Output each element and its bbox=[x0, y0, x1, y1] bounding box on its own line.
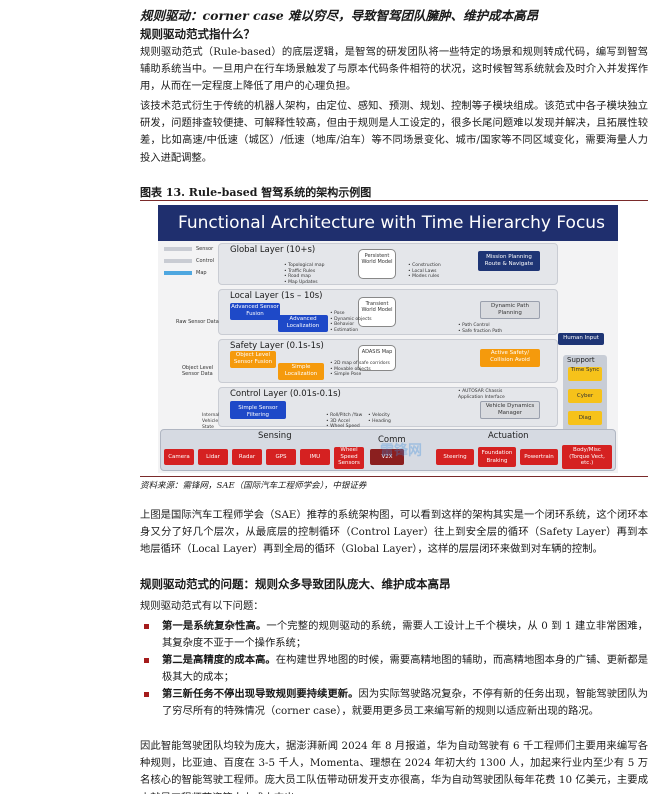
bullet-bold: 第一是系统复杂性高。 bbox=[162, 620, 267, 632]
bullet-body: 一个完整的规则驱动的系统，需要人工设计上千个模块，从 0 到 1 建立非常困难，… bbox=[162, 620, 648, 650]
bullet-text: 第二是高精度的成本高。在构建世界地图的时候，需要高精地图的辅助，而高精地图本身的… bbox=[162, 652, 648, 686]
persistent-world-model: Persistent World Model bbox=[358, 249, 396, 279]
bullet-body: 在构建世界地图的时候，需要高精地图的辅助，而高精地图本身的广铺、更新都是极其大的… bbox=[162, 654, 649, 684]
bullet-bold: 第三新任务不停出现导致规则要持续更新。 bbox=[162, 688, 359, 700]
support-title: Support bbox=[567, 356, 595, 364]
sensing-label: Sensing bbox=[258, 431, 292, 441]
legend-control-arrow bbox=[164, 259, 192, 263]
simple-sensor-filtering: Simple Sensor Filtering bbox=[230, 401, 286, 419]
global-layer-label: Global Layer (10+s) bbox=[230, 245, 316, 255]
question-heading-1: 规则驱动范式指什么？ bbox=[140, 27, 255, 41]
advanced-localization: Advanced Localization bbox=[278, 315, 328, 332]
figure-source: 资料来源：需锋网，SAE（国际汽车工程师学会），中银证券 bbox=[140, 481, 367, 491]
sensing-wheel-speed: Wheel Speed Sensors bbox=[334, 447, 364, 469]
raw-sensor-label: Raw Sensor Data bbox=[176, 319, 219, 325]
mission-planning: Mission Planning Route & Navigate bbox=[478, 251, 540, 271]
bullet-marker bbox=[144, 658, 149, 663]
control-layer-label: Control Layer (0.01s-0.1s) bbox=[230, 389, 341, 399]
dynamic-path-planning: Dynamic Path Planning bbox=[480, 301, 540, 319]
bullet-bold: 第二是高精度的成本高。 bbox=[162, 654, 276, 666]
adasis-map: ADASIS Map bbox=[358, 345, 396, 371]
bullet-text: 第三新任务不停出现导致规则要持续更新。因为实际驾驶路况复杂，不停有新的任务出现，… bbox=[162, 686, 648, 720]
figure-banner: Functional Architecture with Time Hierar… bbox=[158, 205, 618, 241]
control-notes-2: • Roll/Pitch /Yaw • 3D Accel • Wheel Spe… bbox=[326, 413, 363, 429]
bullet-body: 因为实际驾驶路况复杂，不停有新的任务出现，智能驾驶团队为了穷尽所有的特殊情况（c… bbox=[162, 688, 649, 718]
legend-control: Control bbox=[196, 258, 215, 264]
active-safety: Active Safety/ Collision Avoid bbox=[480, 349, 540, 367]
bullet-marker bbox=[144, 624, 149, 629]
legend-sensor-arrow bbox=[164, 247, 192, 251]
safety-notes: • 2D map of safe corridors • Movable obj… bbox=[330, 361, 390, 377]
figure-title: 图表 13. Rule-based 智驾系统的架构示例图 bbox=[140, 186, 372, 199]
sensing-lidar: Lidar bbox=[198, 449, 228, 465]
legend-map: Map bbox=[196, 270, 207, 276]
section-title: 规则驱动：corner case 难以穷尽，导致智驾团队臃肿、维护成本高昂 bbox=[140, 8, 539, 23]
bullet-item-1: 第一是系统复杂性高。一个完整的规则驱动的系统，需要人工设计上千个模块，从 0 到… bbox=[140, 618, 648, 654]
bullet-item-2: 第二是高精度的成本高。在构建世界地图的时候，需要高精地图的辅助，而高精地图本身的… bbox=[140, 652, 648, 688]
actuation-foundation-braking: Foundation Braking bbox=[478, 447, 516, 467]
figure-body: Sensor Control Map Global Layer (10+s) P… bbox=[158, 241, 618, 473]
comm-label: Comm bbox=[378, 435, 406, 445]
human-input: Human Input bbox=[558, 333, 604, 345]
actuation-body-misc: Body/Misc (Torque Vect, etc.) bbox=[562, 445, 612, 469]
support-time-sync: Time Sync bbox=[568, 367, 602, 381]
bullet-marker bbox=[144, 692, 149, 697]
global-notes: • Topological map • Traffic Rules • Road… bbox=[284, 263, 325, 285]
legend-map-arrow bbox=[164, 271, 192, 275]
sensing-gps: GPS bbox=[266, 449, 296, 465]
control-notes: • AUTOSAR Chassis Application Interface bbox=[458, 389, 505, 400]
actuation-powertrain: Powertrain bbox=[520, 449, 558, 465]
simple-localization: Simple Localization bbox=[278, 363, 324, 380]
control-notes-3: • Velocity • Heading bbox=[368, 413, 391, 424]
global-notes-2: • Construction • Local Laws • Modes rule… bbox=[408, 263, 441, 279]
support-diag: Diag bbox=[568, 411, 602, 425]
actuation-steering: Steering bbox=[436, 449, 474, 465]
sensing-radar: Radar bbox=[232, 449, 262, 465]
safety-layer-label: Safety Layer (0.1s-1s) bbox=[230, 341, 324, 351]
paragraph-2: 该技术范式衍生于传统的机器人架构，由定位、感知、预测、规划、控制等子模块组成。该… bbox=[140, 100, 648, 164]
actuation-label: Actuation bbox=[488, 431, 529, 441]
paragraph-1: 规则驱动范式（Rule-based）的底层逻辑，是智驾的研发团队将一些特定的场景… bbox=[140, 46, 648, 93]
watermark: 雷锋网 bbox=[380, 443, 422, 459]
paragraph-4: 规则驱动范式有以下问题： bbox=[140, 600, 264, 612]
question-heading-2: 规则驱动范式的问题：规则众多导致团队庞大、维护成本高昂 bbox=[140, 577, 451, 591]
object-level-fusion: Object Level Sensor Fusion bbox=[230, 351, 276, 368]
transient-world-model: Transient World Model bbox=[358, 297, 396, 327]
paragraph-5: 因此智能驾驶团队均较为庞大，据澎湃新闻 2024 年 8 月报道，华为自动驾驶有… bbox=[140, 740, 648, 794]
sensing-imu: IMU bbox=[300, 449, 330, 465]
paragraph-3: 上图是国际汽车工程师学会（SAE）推荐的系统架构图，可以看到这样的架构其实是一个… bbox=[140, 509, 648, 556]
vehicle-dynamics-manager: Vehicle Dynamics Manager bbox=[480, 401, 540, 419]
legend-sensor: Sensor bbox=[196, 246, 214, 252]
figure-top-rule bbox=[140, 200, 648, 201]
bullet-item-3: 第三新任务不停出现导致规则要持续更新。因为实际驾驶路况复杂，不停有新的任务出现，… bbox=[140, 686, 648, 738]
sensing-camera: Camera bbox=[164, 449, 194, 465]
object-level-label: Object Level Sensor Data bbox=[182, 365, 214, 377]
comm-v2x: V2X bbox=[370, 449, 404, 465]
advanced-sensor-fusion: Advanced Sensor Fusion bbox=[230, 303, 280, 320]
bullet-text: 第一是系统复杂性高。一个完整的规则驱动的系统，需要人工设计上千个模块，从 0 到… bbox=[162, 618, 648, 652]
support-cyber: Cyber bbox=[568, 389, 602, 403]
local-layer-label: Local Layer (1s – 10s) bbox=[230, 291, 323, 301]
local-notes-2: • Path Control • Safe fraction Path bbox=[458, 323, 503, 334]
local-notes: • Pose • Dynamic objects • Behavior • Es… bbox=[330, 311, 372, 333]
figure-bottom-rule bbox=[140, 476, 648, 477]
architecture-figure: Functional Architecture with Time Hierar… bbox=[158, 205, 618, 473]
